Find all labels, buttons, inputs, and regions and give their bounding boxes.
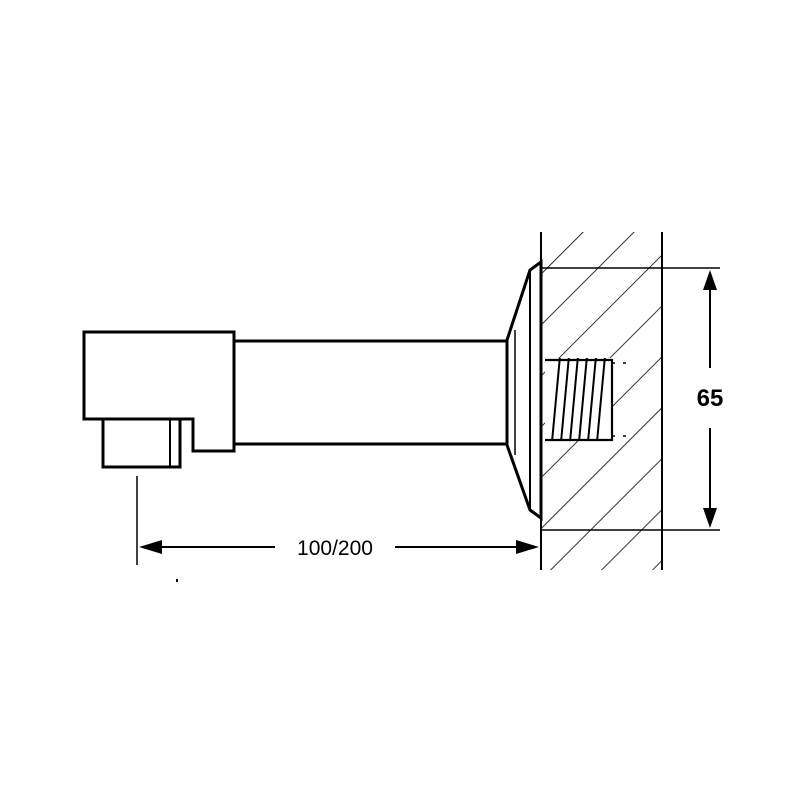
arrowhead-bottom — [703, 508, 717, 528]
projection-dimension: 100/200 — [136, 476, 542, 565]
stray-mark — [176, 579, 178, 582]
wall-plate-height-label: 65 — [697, 385, 724, 412]
wall-rosette — [505, 259, 543, 521]
threaded-connection — [545, 358, 632, 442]
aerator-outlet — [101, 417, 182, 469]
arrowhead-top — [703, 270, 717, 290]
spout-head — [82, 330, 236, 453]
arrowhead-left — [139, 540, 162, 554]
arrowhead-right — [516, 540, 539, 554]
height-dimension: 65 — [541, 267, 724, 531]
projection-length-label: 100/200 — [297, 537, 373, 560]
spout-pipe — [232, 339, 509, 446]
